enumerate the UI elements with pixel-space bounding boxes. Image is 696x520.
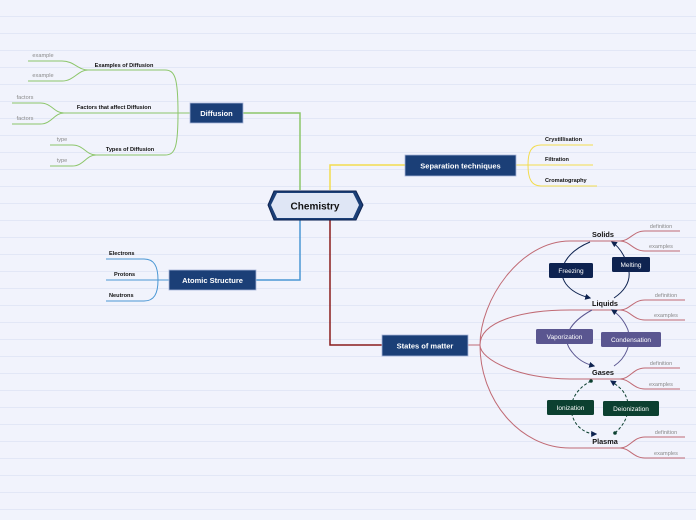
diffusion-node[interactable]: Diffusion: [189, 102, 244, 124]
deionization-arrow-tail: [613, 431, 617, 435]
condensation-label: Condensation: [611, 337, 651, 344]
central-node-face: [271, 193, 359, 218]
vaporization-arrow: [566, 309, 596, 368]
melting-box: [612, 257, 650, 272]
deionization-arrow: [610, 380, 629, 434]
solids-definition[interactable]: definition: [650, 224, 672, 230]
atomic-node-label: Atomic Structure: [182, 276, 243, 285]
gases-examples[interactable]: examples: [649, 382, 673, 388]
diffusion-type-leaf-2[interactable]: type: [57, 158, 68, 164]
branch-diffusion-connector: [243, 112, 301, 190]
atomic-node-box: [168, 269, 257, 291]
separation-node[interactable]: Separation techniques: [404, 154, 517, 177]
vaporization-box: [536, 329, 593, 344]
phase-plasma[interactable]: Plasma: [592, 437, 618, 446]
states-detail-connectors: [619, 230, 685, 459]
diffusion-leaf-connectors: [12, 60, 97, 167]
separation-leaf-2[interactable]: Filtration: [545, 157, 570, 163]
phase-gases[interactable]: Gases: [592, 368, 614, 377]
states-phase-connectors: [468, 240, 620, 449]
plasma-definition[interactable]: definition: [655, 430, 677, 436]
diffusion-examples-label[interactable]: Examples of Diffusion: [95, 63, 154, 69]
branch-atomic-connector: [256, 220, 301, 281]
states-node-label: States of matter: [397, 342, 454, 351]
ionization-label: Ionization: [557, 405, 585, 412]
vaporization-transition[interactable]: Vaporization: [536, 329, 593, 344]
separation-leaf-connectors: [516, 144, 597, 187]
central-node-label: Chemistry: [291, 202, 340, 213]
atomic-node[interactable]: Atomic Structure: [168, 269, 257, 291]
diffusion-factors-label[interactable]: Factors that affect Diffusion: [77, 105, 152, 111]
atomic-leaf-connectors: [106, 258, 169, 302]
liquids-examples[interactable]: examples: [654, 313, 678, 319]
condensation-box: [601, 332, 661, 347]
diffusion-types-label[interactable]: Types of Diffusion: [106, 147, 155, 153]
diffusion-node-label: Diffusion: [200, 109, 233, 118]
deionization-transition[interactable]: Deionization: [603, 401, 659, 416]
condensation-arrow: [611, 309, 630, 367]
states-node-box: [381, 334, 469, 357]
central-node[interactable]: Chemistry: [267, 190, 364, 221]
connectors: [12, 60, 685, 459]
plasma-examples[interactable]: examples: [654, 451, 678, 457]
ionization-arrow-tail: [589, 379, 593, 383]
freezing-transition[interactable]: Freezing: [549, 263, 593, 278]
melting-label: Melting: [621, 262, 642, 269]
freezing-label: Freezing: [558, 268, 584, 275]
separation-leaf-3[interactable]: Cromatography: [545, 178, 588, 184]
separation-node-label: Separation techniques: [420, 162, 500, 171]
phase-solids[interactable]: Solids: [592, 230, 614, 239]
diffusion-example-leaf-2[interactable]: example: [32, 73, 53, 79]
liquids-definition[interactable]: definition: [655, 293, 677, 299]
diffusion-factor-leaf-1[interactable]: factors: [17, 95, 34, 101]
separation-node-box: [404, 154, 517, 177]
atomic-leaf-3[interactable]: Neutrons: [109, 293, 134, 299]
separation-leaf-1[interactable]: Crystillisation: [545, 137, 583, 143]
diffusion-example-leaf-1[interactable]: example: [32, 53, 53, 59]
branch-states-connector: [329, 220, 382, 346]
ionization-transition[interactable]: Ionization: [547, 400, 594, 415]
vaporization-label: Vaporization: [547, 334, 583, 341]
deionization-box: [603, 401, 659, 416]
freezing-arrow: [561, 241, 592, 300]
branch-separation-connector: [329, 164, 405, 190]
solids-examples[interactable]: examples: [649, 244, 673, 250]
freezing-box: [549, 263, 593, 278]
deionization-label: Deionization: [613, 406, 649, 413]
melting-transition[interactable]: Melting: [612, 257, 650, 272]
atomic-leaf-2[interactable]: Protons: [114, 272, 135, 278]
gases-definition[interactable]: definition: [650, 361, 672, 367]
diffusion-type-leaf-1[interactable]: type: [57, 137, 68, 143]
diffusion-subbranch-connectors: [64, 69, 190, 156]
phase-liquids[interactable]: Liquids: [592, 299, 618, 308]
ionization-box: [547, 400, 594, 415]
diffusion-factor-leaf-2[interactable]: factors: [17, 116, 34, 122]
atomic-leaf-1[interactable]: Electrons: [109, 251, 135, 257]
states-node[interactable]: States of matter: [381, 334, 469, 357]
diffusion-node-box: [189, 102, 244, 124]
condensation-transition[interactable]: Condensation: [601, 332, 661, 347]
